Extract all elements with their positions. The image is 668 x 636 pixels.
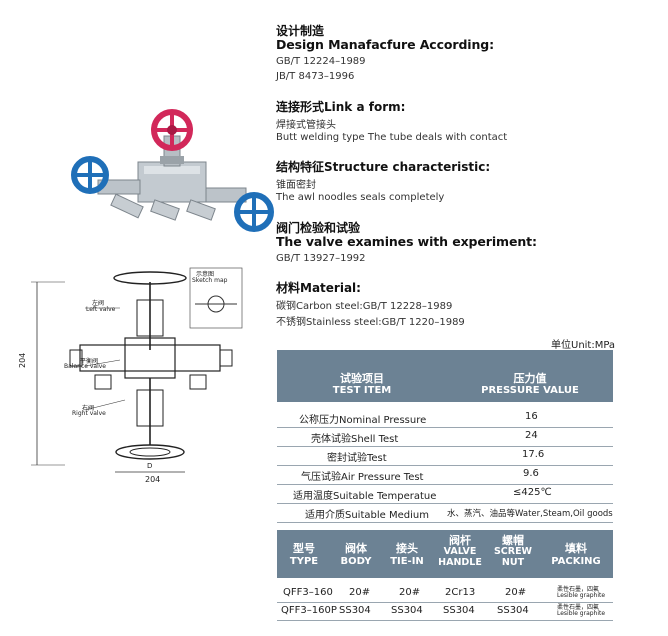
test-value: 水、蒸汽、油品等Water,Steam,Oil goods	[447, 509, 613, 519]
pressure-header-en: PRESSURE VALUE	[481, 385, 579, 396]
exam-title-cn: 阀门检验和试验	[276, 221, 361, 235]
tiein-cell: SS304	[391, 605, 423, 616]
type-cell: QFF3–160P	[281, 605, 337, 616]
handle-cell: SS304	[443, 605, 475, 616]
packing-cell-cn: 柔性石墨，四氟	[557, 586, 600, 593]
right-valve-label-cn: 右阀	[82, 405, 95, 412]
right-valve-label-en: Right valve	[72, 410, 106, 417]
packing-cell-en: Lesible graphite	[557, 610, 606, 617]
sketch-map-label-en: Sketch map	[192, 277, 228, 284]
packing-header-en: PACKING	[551, 556, 601, 567]
tiein-header-cn: 接头	[396, 542, 418, 555]
pressure-header-cn: 压力值	[513, 372, 547, 385]
sketch-map-label-cn: 示意图	[196, 271, 215, 278]
test-item: 密封试验Test	[327, 453, 387, 464]
nut-header-cn: 螺帽	[502, 534, 524, 547]
table-row: 密封试验Test 17.6	[277, 446, 613, 465]
nut-header-en: SCREW NUT	[493, 546, 533, 568]
link-line-2: Butt welding type The tube deals with co…	[276, 132, 508, 143]
table-row: 壳体试验Shell Test 24	[277, 427, 613, 446]
dim-d-label: D	[147, 462, 153, 470]
handle-cell: 2Cr13	[445, 587, 476, 598]
body-cell: SS304	[339, 605, 371, 616]
test-value: ≤425℃	[513, 487, 552, 498]
tiein-cell: 20#	[399, 587, 421, 598]
material-line-1: 碳钢Carbon steel:GB/T 12228–1989	[276, 301, 453, 312]
body-cell: 20#	[349, 587, 371, 598]
test-table-header	[277, 350, 613, 402]
test-item: 适用温度Suitable Temperatue	[293, 491, 437, 502]
table-row: QFF3–160 20# 20# 2Cr13 20# 柔性石墨，四氟 Lesib…	[277, 584, 613, 602]
test-item: 壳体试验Shell Test	[311, 434, 399, 445]
design-title-cn: 设计制造	[276, 24, 325, 38]
test-item: 适用介质Suitable Medium	[305, 510, 429, 521]
design-title-en: Design Manafacfure According:	[276, 37, 495, 52]
test-item: 公称压力Nominal Pressure	[299, 415, 427, 426]
packing-cell-cn: 柔性石墨，四氟	[557, 604, 600, 611]
exam-line-1: GB/T 13927–1992	[276, 253, 366, 264]
table-row: 适用介质Suitable Medium 水、蒸汽、油品等Water,Steam,…	[277, 503, 613, 522]
nut-cell: 20#	[505, 587, 527, 598]
test-table: 试验项目 TEST ITEM 压力值 PRESSURE VALUE 公称压力No…	[277, 350, 613, 523]
test-value: 9.6	[523, 468, 539, 479]
test-value: 17.6	[522, 449, 545, 460]
test-item-header-en: TEST ITEM	[332, 385, 392, 396]
body-header-en: BODY	[340, 556, 372, 567]
exam-title-en: The valve examines with experiment:	[276, 234, 537, 249]
technical-drawing	[25, 260, 265, 485]
handle-header-en: VALVE HANDLE	[438, 546, 482, 568]
structure-line-1: 锥面密封	[276, 180, 316, 191]
left-blue-handwheel-icon	[71, 156, 109, 194]
left-valve-label-cn: 左阀	[92, 300, 105, 307]
dim-height-label: 204	[18, 352, 27, 368]
material-line-2: 不锈钢Stainless steel:GB/T 1220–1989	[276, 317, 465, 328]
table-row: 适用温度Suitable Temperatue ≤425℃	[277, 484, 613, 503]
tiein-header-en: TIE-IN	[390, 556, 424, 567]
nut-cell: SS304	[497, 605, 529, 616]
packing-header-cn: 填料	[565, 542, 587, 555]
left-valve-label-en: Left valve	[86, 306, 116, 313]
structure-title: 结构特征Structure characteristic:	[276, 160, 491, 174]
design-line-1: GB/T 12224–1989	[276, 56, 366, 67]
dim-width-label: 204	[145, 475, 161, 484]
table-row: 公称压力Nominal Pressure 16	[277, 408, 613, 427]
body-header-cn: 阀体	[345, 542, 367, 555]
valve-manifold-photo	[71, 109, 274, 232]
red-handwheel-icon	[151, 109, 193, 151]
link-line-1: 焊接式管接头	[276, 120, 336, 131]
type-table: 型号 TYPE 阀体 BODY 接头 TIE-IN 阀杆 VALVE HANDL…	[277, 530, 613, 621]
table-row: QFF3–160P SS304 SS304 SS304 SS304 柔性石墨，四…	[277, 602, 613, 620]
packing-cell-en: Lesible graphite	[557, 592, 606, 599]
type-cell: QFF3–160	[283, 587, 333, 598]
type-header-en: TYPE	[289, 556, 319, 567]
handle-header-cn: 阀杆	[449, 534, 471, 547]
type-header-cn: 型号	[293, 542, 315, 555]
test-value: 16	[525, 411, 538, 422]
right-blue-handwheel-icon	[234, 192, 274, 232]
type-table-header	[277, 530, 613, 578]
structure-line-2: The awl noodles seals completely	[276, 192, 445, 203]
design-line-2: JB/T 8473–1996	[276, 71, 355, 82]
unit-label: 单位Unit:MPa	[551, 340, 616, 351]
balance-valve-label-cn: 平衡阀	[80, 358, 99, 365]
balance-valve-label-en: Balance valve	[64, 363, 106, 370]
material-title: 材料Material:	[276, 281, 361, 295]
table-row: 气压试验Air Pressure Test 9.6	[277, 465, 613, 484]
test-item: 气压试验Air Pressure Test	[301, 472, 424, 483]
link-title: 连接形式Link a form:	[276, 100, 406, 114]
test-item-header-cn: 试验项目	[340, 372, 384, 385]
test-value: 24	[525, 430, 538, 441]
